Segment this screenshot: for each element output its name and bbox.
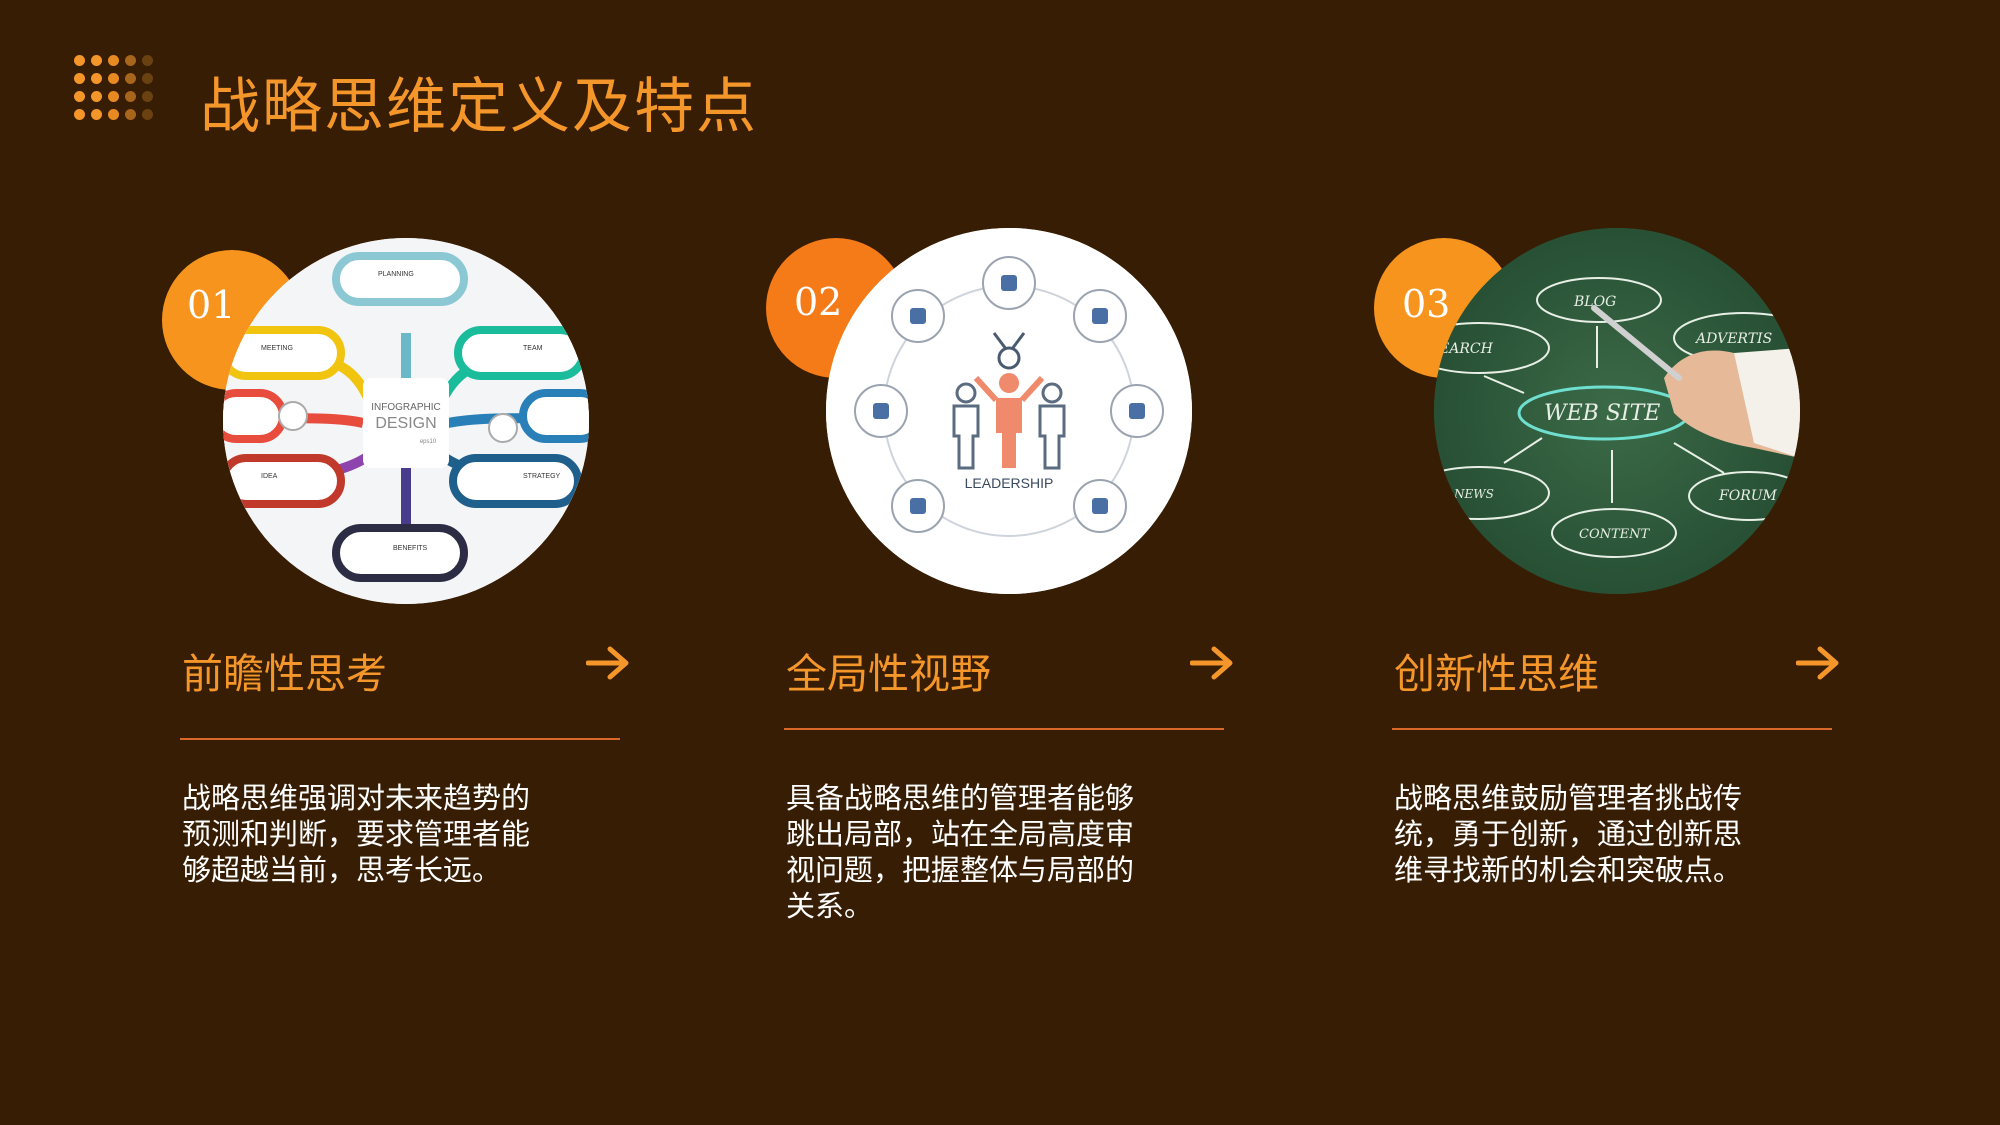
decorative-dot	[108, 55, 119, 66]
card-heading-1: 前瞻性思考	[182, 650, 387, 698]
decorative-dot	[91, 55, 102, 66]
card-heading-3: 创新性思维	[1394, 650, 1599, 698]
decorative-dot	[108, 73, 119, 84]
chalkboard-website-icon: BLOG EARCH ADVERTIS WEB SITE NEWS CONTEN…	[1434, 228, 1800, 594]
card-heading-2: 全局性视野	[786, 650, 991, 698]
infographic-center-subtitle: DESIGN	[375, 415, 436, 432]
feature-card-3: 03	[0, 0, 1839, 1125]
decorative-dot	[142, 91, 153, 102]
label-forum: FORUM	[1718, 488, 1778, 504]
divider-1	[180, 738, 620, 740]
node-meeting: MEETING	[261, 345, 293, 352]
label-website: WEB SITE	[1544, 401, 1660, 426]
decorative-dot	[142, 55, 153, 66]
label-news: NEWS	[1453, 487, 1494, 501]
decorative-dot	[91, 91, 102, 102]
node-planning: PLANNING	[378, 271, 414, 278]
number-label-2: 02	[794, 280, 843, 324]
decorative-dot	[125, 109, 136, 120]
decorative-dot	[91, 109, 102, 120]
infographic-mindmap-icon: INFOGRAPHIC DESIGN eps10 PLANNING TEAM M…	[223, 238, 589, 604]
number-label-1: 01	[187, 283, 236, 327]
card-description-2: 具备战略思维的管理者能够跳出局部，站在全局高度审视问题，把握整体与局部的关系。	[786, 781, 1135, 923]
decorative-dot	[74, 109, 85, 120]
decorative-dot	[125, 91, 136, 102]
infographic-center-caption: eps10	[420, 439, 437, 445]
decorative-dot	[74, 55, 85, 66]
decorative-dot	[91, 73, 102, 84]
decorative-dot	[108, 91, 119, 102]
divider-2	[784, 728, 1224, 730]
node-team: TEAM	[523, 345, 543, 352]
card-description-1: 战略思维强调对未来趋势的预测和判断，要求管理者能够超越当前，思考长远。	[182, 781, 531, 887]
arrow-right-icon[interactable]	[1796, 646, 1842, 680]
decorative-dot	[108, 109, 119, 120]
decorative-dot	[125, 55, 136, 66]
feature-card-2: 02 LEAD	[0, 0, 1233, 1125]
leadership-label: LEADERSHIP	[965, 475, 1054, 491]
card-description-3: 战略思维鼓励管理者挑战传统，勇于创新，通过创新思维寻找新的机会和突破点。	[1394, 781, 1743, 887]
node-idea: IDEA	[261, 473, 278, 480]
arrow-right-icon[interactable]	[1190, 646, 1236, 680]
dot-grid-decoration	[74, 55, 164, 130]
divider-3	[1392, 728, 1832, 730]
leadership-circle-icon: LEADERSHIP	[826, 228, 1192, 594]
arrow-right-icon[interactable]	[586, 646, 632, 680]
decorative-dot	[125, 73, 136, 84]
number-label-3: 03	[1402, 282, 1451, 326]
decorative-dot	[142, 73, 153, 84]
decorative-dot	[74, 91, 85, 102]
decorative-dot	[74, 73, 85, 84]
label-blog: BLOG	[1573, 294, 1616, 310]
label-search: EARCH	[1438, 341, 1494, 357]
infographic-center-title: INFOGRAPHIC	[371, 402, 440, 413]
decorative-dot	[142, 109, 153, 120]
feature-card-1: 01 INFOGRAPHIC DESIGN eps10 PLANNING TEA…	[0, 0, 629, 1125]
label-content: CONTENT	[1579, 527, 1651, 542]
page-title: 战略思维定义及特点	[200, 72, 758, 142]
node-benefits: BENEFITS	[393, 545, 428, 552]
label-advertise: ADVERTIS	[1694, 331, 1772, 347]
node-strategy: STRATEGY	[523, 473, 561, 480]
